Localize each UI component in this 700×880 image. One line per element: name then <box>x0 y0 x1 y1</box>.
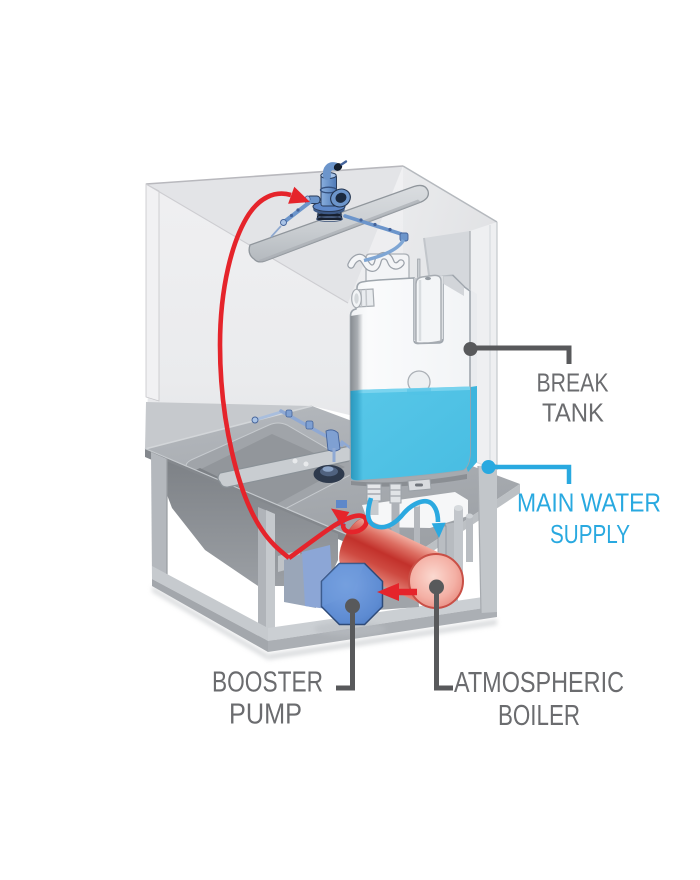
svg-text:MAIN WATER: MAIN WATER <box>517 488 661 518</box>
svg-text:BOILER: BOILER <box>498 700 580 732</box>
svg-text:SUPPLY: SUPPLY <box>550 519 630 549</box>
svg-text:PUMP: PUMP <box>229 699 302 731</box>
svg-text:TANK: TANK <box>542 398 605 428</box>
svg-text:BREAK: BREAK <box>537 368 610 398</box>
svg-text:ATMOSPHERIC: ATMOSPHERIC <box>454 667 624 699</box>
svg-text:BOOSTER: BOOSTER <box>212 667 323 699</box>
